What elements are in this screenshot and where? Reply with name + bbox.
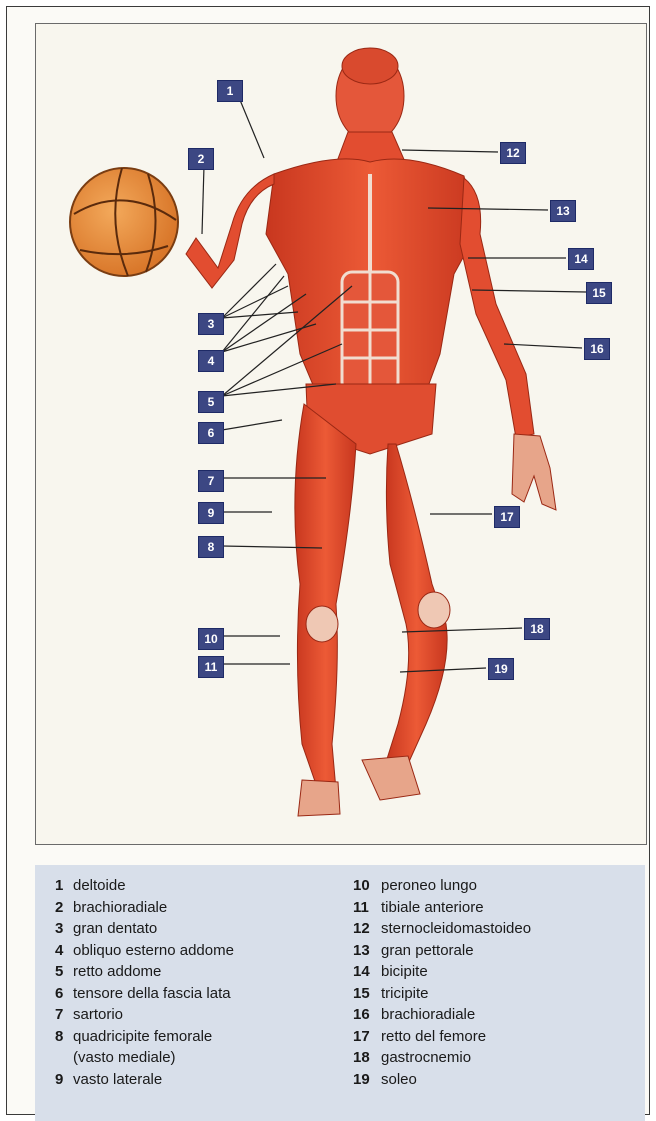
label-8: 8 xyxy=(198,536,224,558)
legend-number: 11 xyxy=(353,899,381,916)
label-1: 1 xyxy=(217,80,243,102)
label-14: 14 xyxy=(568,248,594,270)
legend-label: obliquo esterno addome xyxy=(73,942,234,959)
legend-number: 16 xyxy=(353,1006,381,1023)
label-3: 3 xyxy=(198,313,224,335)
legend-label: retto addome xyxy=(73,963,161,980)
legend-number: 10 xyxy=(353,877,381,894)
label-5: 5 xyxy=(198,391,224,413)
legend-label: brachioradiale xyxy=(381,1006,475,1023)
basketball xyxy=(70,168,178,276)
label-17: 17 xyxy=(494,506,520,528)
label-19: 19 xyxy=(488,658,514,680)
page-frame: 1 2 3 4 5 6 7 9 8 10 11 12 13 14 15 16 1… xyxy=(6,6,650,1115)
legend-label: gran dentato xyxy=(73,920,157,937)
legend-label: tensore della fascia lata xyxy=(73,985,231,1002)
label-7: 7 xyxy=(198,470,224,492)
label-16: 16 xyxy=(584,338,610,360)
legend-label: bicipite xyxy=(381,963,428,980)
label-2: 2 xyxy=(188,148,214,170)
legend-number: 15 xyxy=(353,985,381,1002)
legend-label: retto del femore xyxy=(381,1028,486,1045)
legend-label: brachioradiale xyxy=(73,899,167,916)
legend-label: deltoide xyxy=(73,877,126,894)
legend-number: 17 xyxy=(353,1028,381,1045)
legend-number: 18 xyxy=(353,1049,381,1066)
legend-label: tibiale anteriore xyxy=(381,899,484,916)
legend-label: soleo xyxy=(381,1071,417,1088)
muscle-anatomy-figure xyxy=(36,24,646,844)
legend-number: 2 xyxy=(55,899,73,916)
legend-label: tricipite xyxy=(381,985,429,1002)
label-4: 4 xyxy=(198,350,224,372)
label-12: 12 xyxy=(500,142,526,164)
legend-number: 6 xyxy=(55,985,73,1002)
legend-label: gran pettorale xyxy=(381,942,474,959)
label-6: 6 xyxy=(198,422,224,444)
figure-panel: 1 2 3 4 5 6 7 9 8 10 11 12 13 14 15 16 1… xyxy=(35,23,647,845)
legend-label: sternocleidomastoideo xyxy=(381,920,531,937)
legend-label: quadricipite femorale xyxy=(73,1028,212,1045)
legend-label: sartorio xyxy=(73,1006,123,1023)
legend-number: 4 xyxy=(55,942,73,959)
legend-label: (vasto mediale) xyxy=(73,1049,176,1066)
legend-item: (vasto mediale) xyxy=(55,1049,234,1071)
label-9: 9 xyxy=(198,502,224,524)
legend-number: 12 xyxy=(353,920,381,937)
legend-number: 7 xyxy=(55,1006,73,1023)
label-18: 18 xyxy=(524,618,550,640)
legend-label: vasto laterale xyxy=(73,1071,162,1088)
legend-number: 8 xyxy=(55,1028,73,1045)
legend-number: 1 xyxy=(55,877,73,894)
legend-label: gastrocnemio xyxy=(381,1049,471,1066)
label-13: 13 xyxy=(550,200,576,222)
legend-number: 13 xyxy=(353,942,381,959)
legend-number: 5 xyxy=(55,963,73,980)
legend-number: 9 xyxy=(55,1071,73,1088)
label-11: 11 xyxy=(198,656,224,678)
legend-number: 3 xyxy=(55,920,73,937)
legend-label: peroneo lungo xyxy=(381,877,477,894)
label-10: 10 xyxy=(198,628,224,650)
legend-number: 14 xyxy=(353,963,381,980)
label-15: 15 xyxy=(586,282,612,304)
legend-number: 19 xyxy=(353,1071,381,1088)
